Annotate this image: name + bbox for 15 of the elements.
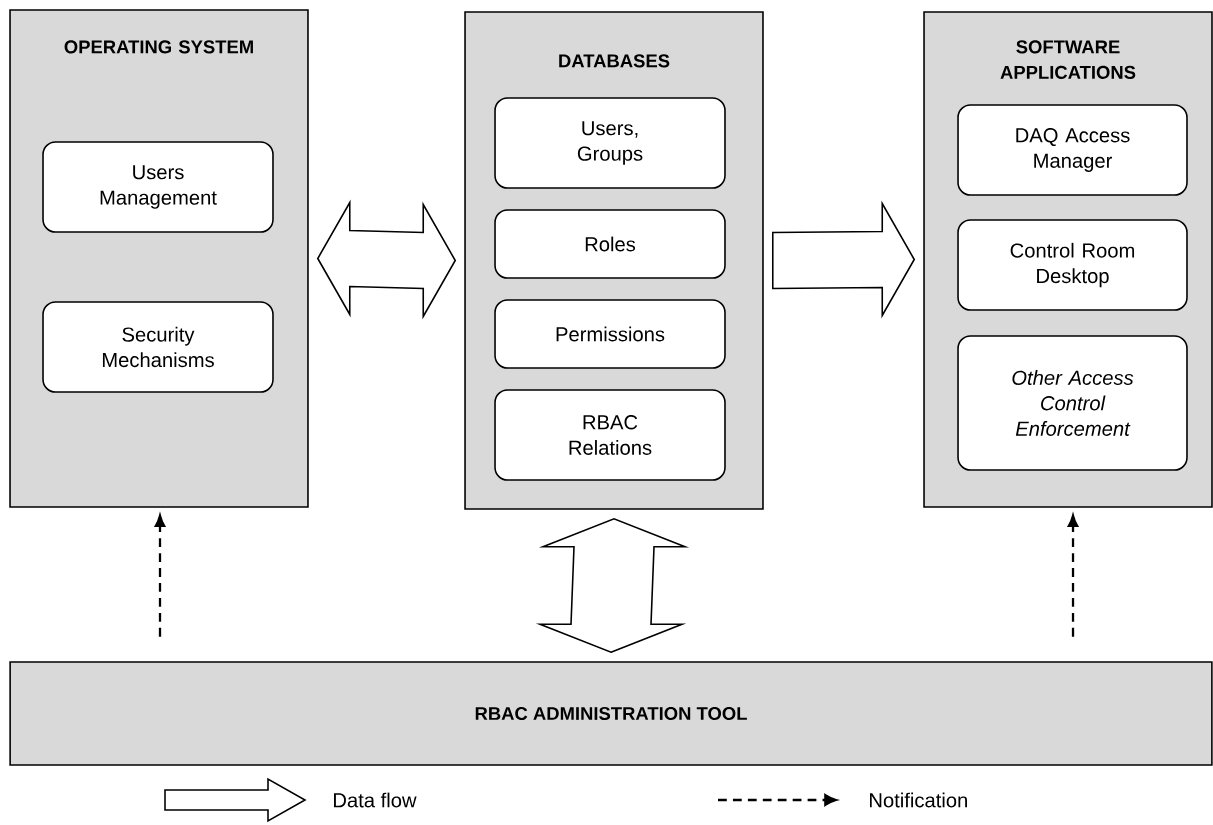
dashed-arrow — [154, 514, 166, 637]
rounded-box: Other Access Control Enforcement — [957, 335, 1188, 471]
rounded-box: Security Mechanisms — [42, 301, 274, 393]
tool-band: RBAC ADMINISTRATION TOOL — [9, 661, 1213, 766]
dashed-arrow — [1067, 514, 1079, 637]
block-arrow — [772, 200, 916, 319]
legend-label: Notification — [870, 792, 967, 808]
rounded-box: RBAC Relations — [494, 389, 726, 481]
rounded-box: Control Room Desktop — [957, 219, 1188, 311]
legend-label: Data flow — [334, 792, 417, 808]
rounded-box: Roles — [494, 209, 726, 279]
rounded-box: Users Management — [42, 141, 274, 233]
rounded-box: Permissions — [494, 299, 726, 369]
rounded-box: DAQ Access Manager — [957, 104, 1188, 196]
rounded-box: Users, Groups — [494, 97, 726, 189]
